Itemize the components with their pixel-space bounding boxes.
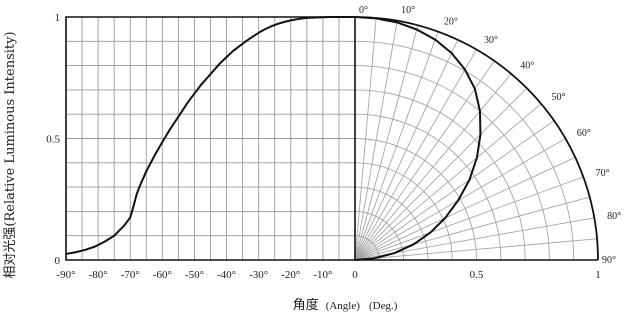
y-axis-label: 相对光强(Relative Luminous Intensity) xyxy=(3,31,18,278)
x-tick-label: -10° xyxy=(313,269,332,281)
polar-grid-radial xyxy=(354,87,528,261)
polar-grid-radial xyxy=(354,138,566,261)
y-tick-label: 1 xyxy=(55,12,61,24)
polar-angle-tick-label: 50° xyxy=(552,92,566,103)
x-axis-label-cn: 角度 xyxy=(293,297,319,313)
polar-grid-radial xyxy=(354,73,512,261)
x-tick-label: -60° xyxy=(153,269,172,281)
x-axis-label-angle: (Angle) xyxy=(326,300,361,312)
x-tick-label: -30° xyxy=(249,269,268,281)
y-tick-label: 0.5 xyxy=(46,134,60,146)
polar-radius-tick-label: 0.5 xyxy=(470,269,484,281)
polar-angle-tick-label: 60° xyxy=(577,128,591,139)
polar-grid-radial xyxy=(354,238,598,261)
polar-angle-tick-label: 40° xyxy=(520,60,534,71)
polar-grid-radial xyxy=(354,156,576,261)
x-tick-label: -20° xyxy=(281,269,300,281)
x-axis-label-unit: (Deg.) xyxy=(369,300,398,312)
polar-angle-tick-label: 20° xyxy=(444,16,458,27)
x-tick-label: -80° xyxy=(89,269,108,281)
x-tick-label: -40° xyxy=(217,269,236,281)
polar-angle-tick-label: 10° xyxy=(401,5,415,16)
polar-grid-radial xyxy=(354,49,477,261)
polar-grid-radial xyxy=(354,39,459,261)
polar-outer-arc xyxy=(354,16,599,261)
polar-angle-tick-label: 90° xyxy=(602,255,616,266)
axis-titles: 相对光强(Relative Luminous Intensity) 角度 (An… xyxy=(3,31,398,313)
cartesian-series-line xyxy=(65,16,355,255)
polar-radius-tick-label: 0 xyxy=(352,269,358,281)
polar-grid-radial xyxy=(354,103,542,261)
y-tick-label: 0 xyxy=(55,255,61,267)
x-axis-label: 角度 (Angle) (Deg.) xyxy=(293,294,398,313)
polar-series-line xyxy=(354,16,482,261)
polar-grid-radial xyxy=(354,176,584,261)
cartesian-grid xyxy=(66,17,355,260)
axis-frames xyxy=(65,16,599,261)
polar-grid-radial xyxy=(354,60,495,261)
cartesian-frame xyxy=(65,16,355,261)
polar-angle-tick-label: 30° xyxy=(484,35,498,46)
polar-grid xyxy=(354,17,598,261)
tick-labels: -90° -80° -70° -60° -50° -40° -30° -20° -10° 0 0.5… xyxy=(46,5,621,281)
polar-grid-radial xyxy=(354,120,555,261)
polar-angle-tick-label: 70° xyxy=(596,168,610,179)
polar-angle-tick-label: 80° xyxy=(607,211,621,222)
polar-grid-radial xyxy=(354,20,398,261)
polar-radius-tick-label: 1 xyxy=(595,269,601,281)
polar-grid-radial xyxy=(354,25,419,261)
x-tick-label: -70° xyxy=(121,269,140,281)
polar-angle-tick-label: 0° xyxy=(359,5,368,16)
x-tick-label: -50° xyxy=(185,269,204,281)
curves xyxy=(65,16,482,261)
polar-grid-radial xyxy=(354,196,590,261)
polar-grid-radial xyxy=(354,31,439,261)
x-tick-label: -90° xyxy=(56,269,75,281)
polar-grid-radial xyxy=(354,17,377,261)
